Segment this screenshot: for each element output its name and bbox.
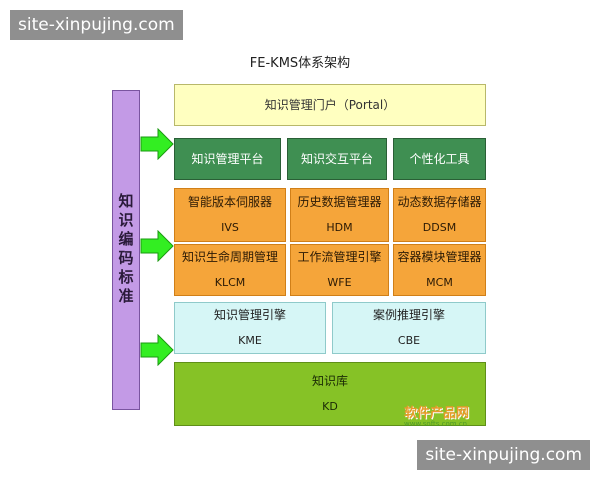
right-arrow-icon (140, 334, 174, 366)
manager-label: 知识生命周期管理 (181, 250, 278, 264)
platform-label: 个性化工具 (409, 152, 470, 166)
engine-abbr: KME (238, 334, 262, 347)
manager-label: 容器模块管理器 (397, 250, 482, 264)
watermark-top: site-xinpujing.com (10, 10, 183, 40)
portal-box: 知识管理门户（Portal） (174, 84, 486, 126)
manager-abbr: HDM (326, 221, 353, 234)
manager-label: 动态数据存储器 (397, 195, 482, 209)
diagram-title: FE-KMS体系架构 (249, 56, 351, 71)
source-stamp: 软件产品网 (404, 406, 470, 421)
manager-abbr: KLCM (214, 276, 246, 289)
manager-box: 知识生命周期管理 KLCM (174, 244, 286, 296)
manager-box: 工作流管理引擎 WFE (290, 244, 389, 296)
source-stamp-url: www.softs.com.cn (404, 420, 468, 428)
side-bar-label: 知识编码标准 (116, 193, 135, 307)
platform-label: 知识交互平台 (300, 152, 373, 166)
knowledge-base-box: 知识库 KD (174, 362, 486, 426)
knowledge-encoding-standard-bar: 知识编码标准 (112, 90, 140, 410)
engine-box: 案例推理引擎 CBE (332, 302, 486, 354)
engine-box: 知识管理引擎 KME (174, 302, 326, 354)
manager-abbr: IVS (221, 221, 239, 234)
portal-label: 知识管理门户（Portal） (264, 98, 396, 112)
manager-box: 动态数据存储器 DDSM (393, 188, 486, 242)
platform-box: 知识管理平台 (174, 138, 281, 180)
manager-label: 历史数据管理器 (297, 195, 382, 209)
knowledge-base-abbr: KD (322, 400, 338, 413)
right-arrow-icon (140, 230, 174, 262)
engine-label: 案例推理引擎 (372, 308, 445, 322)
manager-box: 历史数据管理器 HDM (290, 188, 389, 242)
right-arrow-icon (140, 128, 174, 160)
manager-label: 工作流管理引擎 (297, 250, 382, 264)
watermark-bottom: site-xinpujing.com (417, 440, 590, 470)
manager-label: 智能版本伺服器 (187, 195, 272, 209)
engine-label: 知识管理引擎 (213, 308, 286, 322)
manager-abbr: DDSM (422, 221, 457, 234)
manager-box: 智能版本伺服器 IVS (174, 188, 286, 242)
platform-box: 个性化工具 (393, 138, 486, 180)
manager-box: 容器模块管理器 MCM (393, 244, 486, 296)
engine-abbr: CBE (397, 334, 421, 347)
manager-abbr: MCM (426, 276, 453, 289)
knowledge-base-label: 知识库 (311, 374, 348, 388)
platform-label: 知识管理平台 (191, 152, 264, 166)
platform-box: 知识交互平台 (287, 138, 387, 180)
manager-abbr: WFE (327, 276, 352, 289)
